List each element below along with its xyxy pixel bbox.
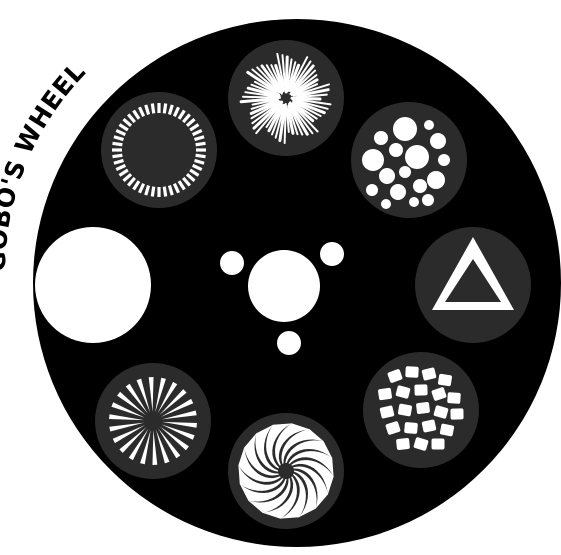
slot-open[interactable] (35, 227, 151, 343)
hub-dot-bottom (277, 331, 301, 355)
hub-large-circle (248, 250, 320, 322)
open-circle-icon (35, 227, 151, 343)
slot-dotted-ring[interactable] (101, 92, 217, 208)
slot-spokes[interactable] (95, 363, 211, 479)
hub-dot-right (320, 242, 344, 266)
hub-dot-left (220, 251, 244, 275)
slot-triangle[interactable] (415, 227, 531, 343)
slot-cubes[interactable] (363, 352, 479, 468)
slot-dots[interactable] (351, 102, 467, 218)
slot-starburst[interactable] (228, 40, 344, 156)
slot-spiral[interactable] (228, 413, 344, 529)
